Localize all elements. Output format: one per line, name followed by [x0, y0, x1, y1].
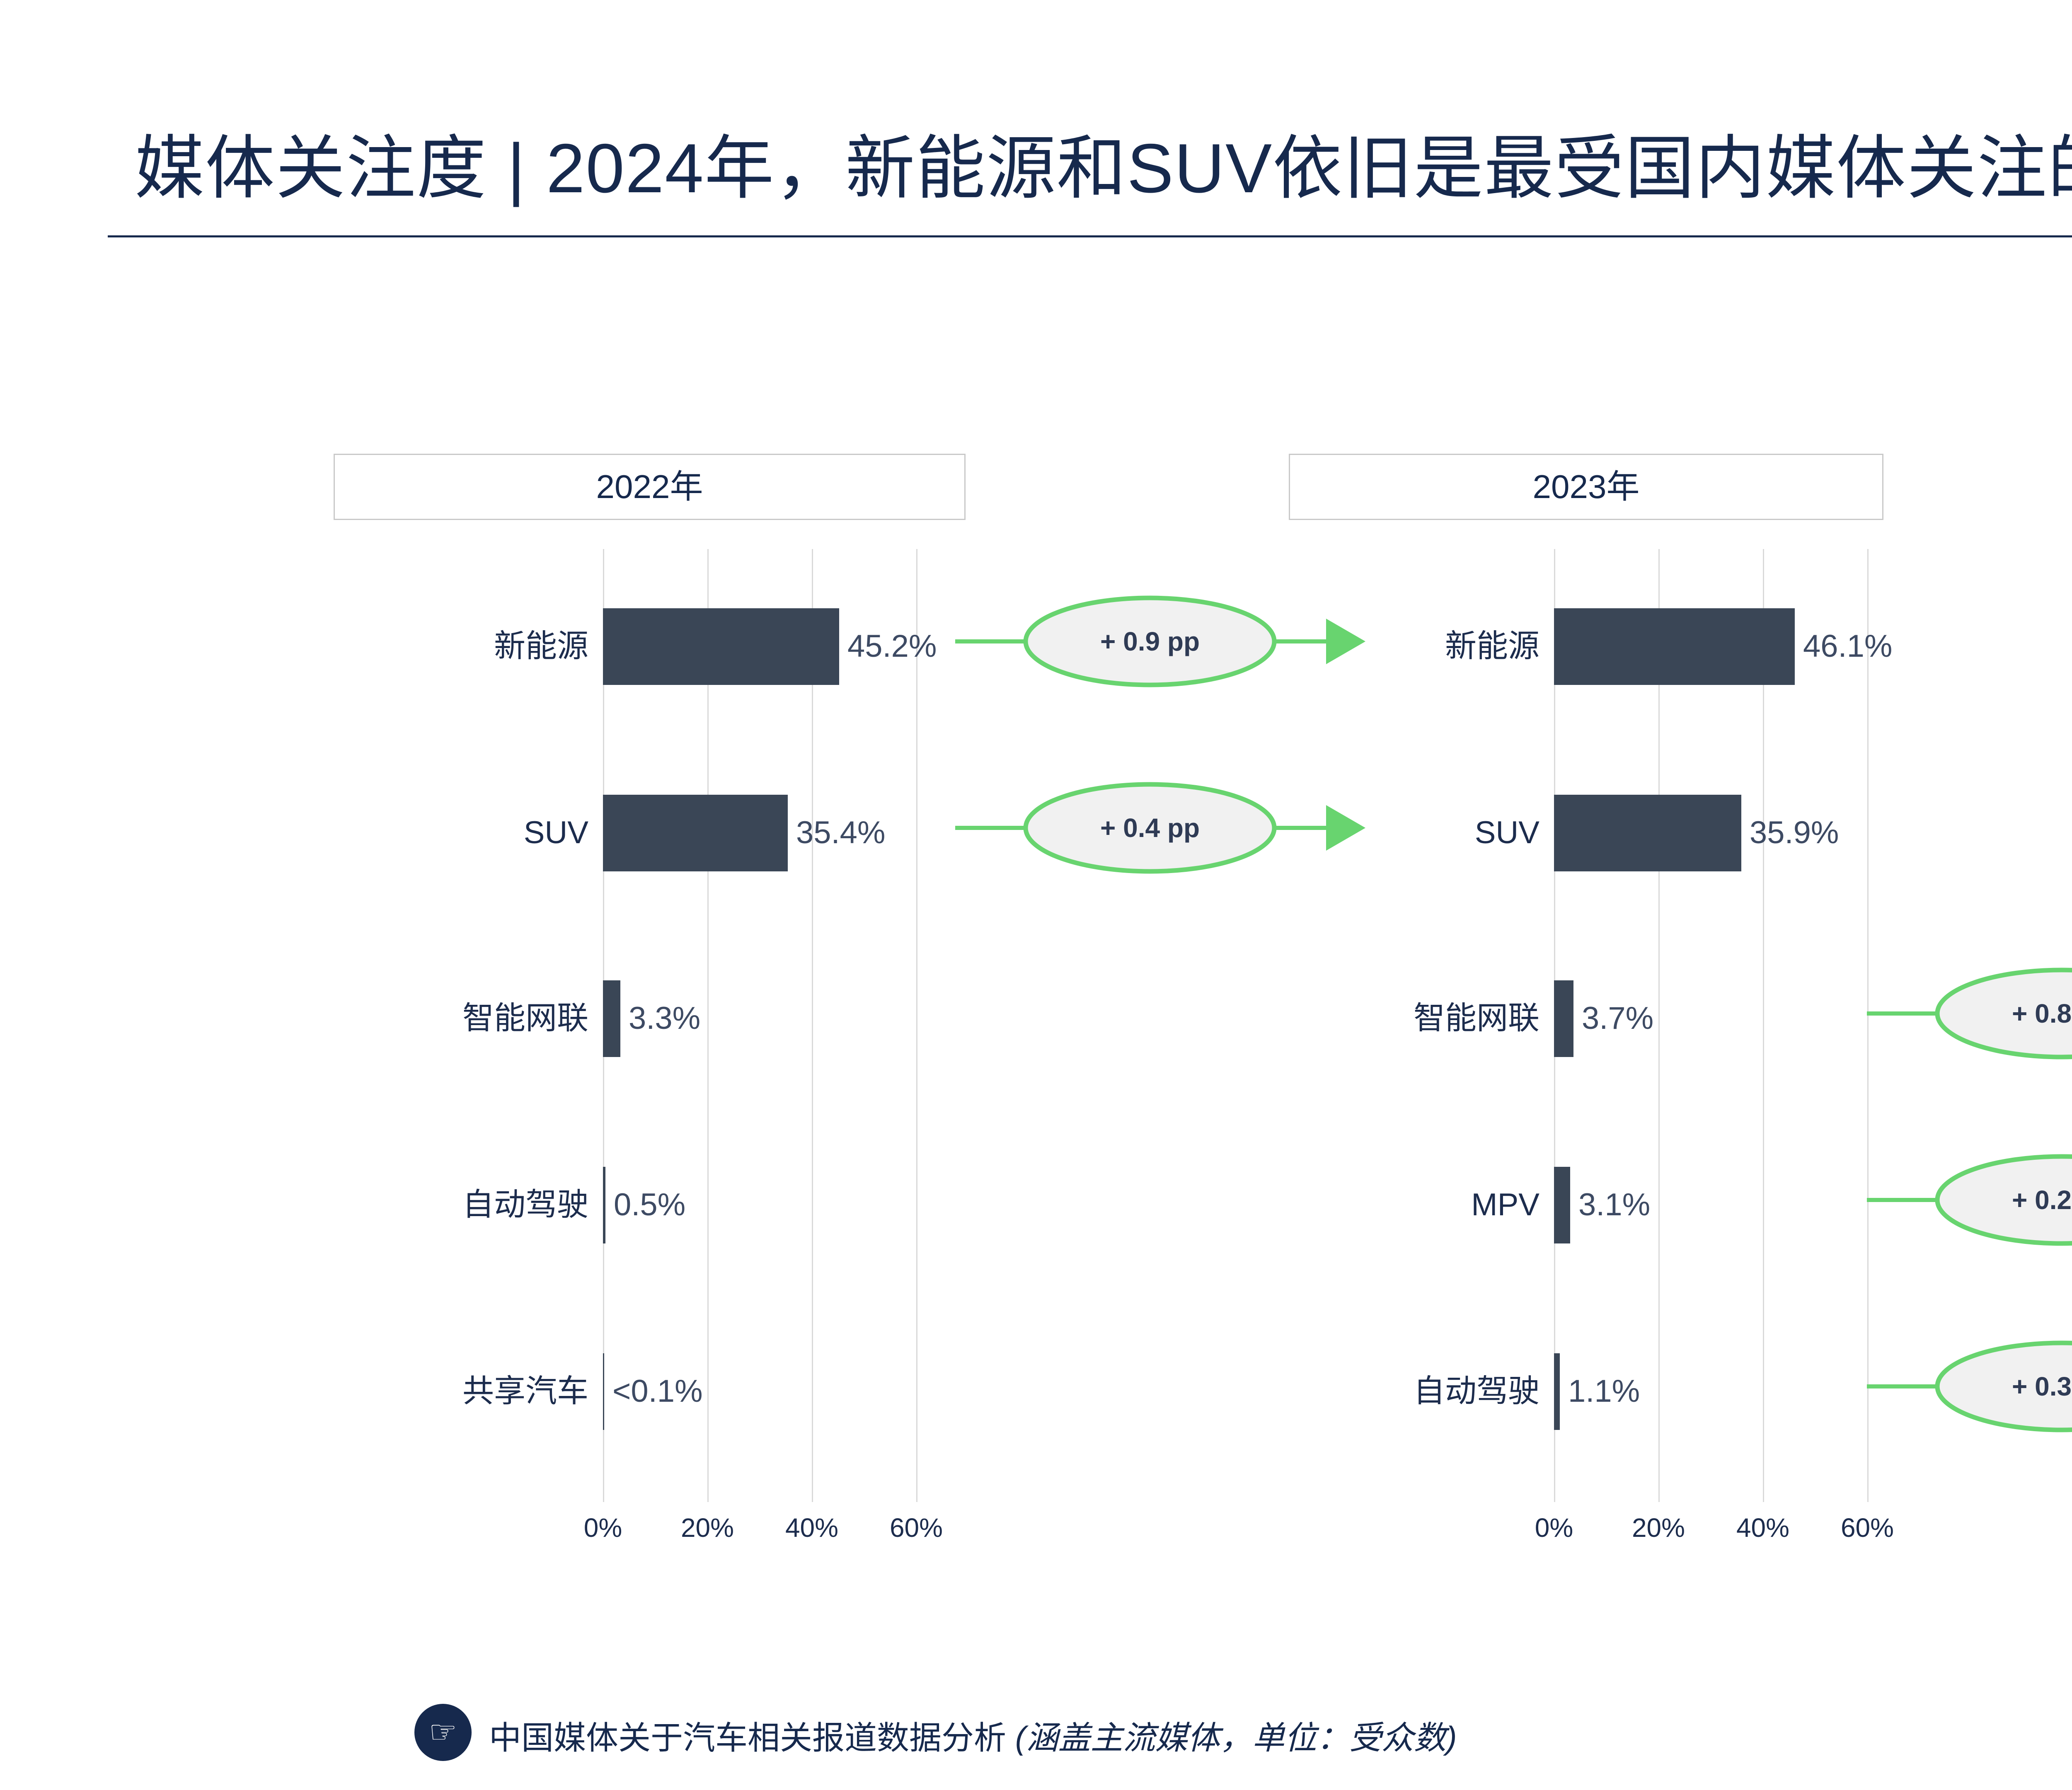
category-label: SUV — [1474, 815, 1539, 850]
gridline — [707, 549, 709, 1502]
bar — [603, 980, 620, 1057]
trend-badge-label: + 0.8 pp — [2012, 999, 2072, 1028]
trend-arrowhead — [1326, 805, 1365, 851]
axis-tick-label: 0% — [1535, 1513, 1573, 1543]
category-label: 自动驾驶 — [1414, 1374, 1539, 1409]
bar-value-label: 35.9% — [1750, 815, 1839, 850]
bar — [603, 1353, 604, 1430]
bar-value-label: 3.1% — [1578, 1187, 1651, 1222]
page-title: 媒体关注度 | 2024年，新能源和SUV依旧是最受国内媒体关注的话题 — [135, 129, 2072, 207]
gridline — [916, 549, 917, 1502]
axis-tick-label: 40% — [1736, 1513, 1790, 1543]
year-header: 2022年 — [334, 454, 966, 520]
bar — [1554, 1353, 1560, 1430]
category-label: 自动驾驶 — [462, 1187, 588, 1222]
bar — [1554, 1166, 1570, 1243]
footer-caption-main: 中国媒体关于汽车相关报道数据分析 — [489, 1720, 1007, 1756]
trend-badge-label: + 0.3 pp — [2012, 1372, 2072, 1401]
footer-caption-note: (涵盖主流媒体，单位：受众数) — [1015, 1720, 1457, 1756]
bar-value-label: 35.4% — [796, 815, 886, 850]
category-label: 智能网联 — [462, 1001, 588, 1036]
trend-badge — [1935, 1154, 2072, 1246]
category-label: 共享汽车 — [462, 1374, 588, 1409]
trend-arrowhead — [1326, 619, 1365, 664]
bar-value-label: 45.2% — [847, 629, 937, 664]
category-label: 新能源 — [1445, 629, 1539, 664]
trend-badge — [1023, 782, 1277, 874]
axis-tick-label: 60% — [889, 1513, 943, 1543]
bar-value-label: <0.1% — [612, 1374, 703, 1409]
gridline — [1763, 549, 1764, 1502]
footer-caption: 中国媒体关于汽车相关报道数据分析 (涵盖主流媒体，单位：受众数) — [489, 1712, 1457, 1759]
bar-value-label: 3.7% — [1582, 1001, 1654, 1036]
axis-tick-label: 20% — [1631, 1513, 1685, 1543]
gridline — [812, 549, 813, 1502]
bar-value-label: 0.5% — [614, 1187, 686, 1222]
gridline — [1658, 549, 1660, 1502]
bar — [603, 794, 788, 871]
axis-tick-label: 60% — [1840, 1513, 1894, 1543]
pointing-hand-icon: ☞ — [414, 1704, 472, 1761]
bar — [603, 608, 839, 685]
bar-value-label: 3.3% — [629, 1001, 701, 1036]
category-label: MPV — [1471, 1187, 1539, 1222]
category-label: 智能网联 — [1414, 1001, 1539, 1036]
trend-badge-label: + 0.4 pp — [1100, 813, 1200, 843]
bar — [1554, 608, 1795, 685]
trend-badge — [1935, 968, 2072, 1059]
axis-tick-label: 20% — [680, 1513, 734, 1543]
trend-badge-label: + 0.9 pp — [1100, 626, 1200, 656]
category-label: SUV — [523, 815, 588, 850]
trend-badge — [1935, 1340, 2072, 1432]
gridline — [1867, 549, 1869, 1502]
category-label: 新能源 — [494, 629, 588, 664]
bar-value-label: 1.1% — [1568, 1374, 1640, 1409]
bar — [603, 1166, 605, 1243]
year-header: 2023年 — [1289, 454, 1883, 520]
trend-badge — [1023, 595, 1277, 687]
trend-badge-label: + 0.2 pp — [2012, 1185, 2072, 1215]
title-underline — [108, 235, 2072, 237]
axis-tick-label: 0% — [583, 1513, 622, 1543]
bar — [1554, 794, 1741, 871]
axis-tick-label: 40% — [785, 1513, 839, 1543]
bar-value-label: 46.1% — [1803, 629, 1893, 664]
bar — [1554, 980, 1573, 1057]
